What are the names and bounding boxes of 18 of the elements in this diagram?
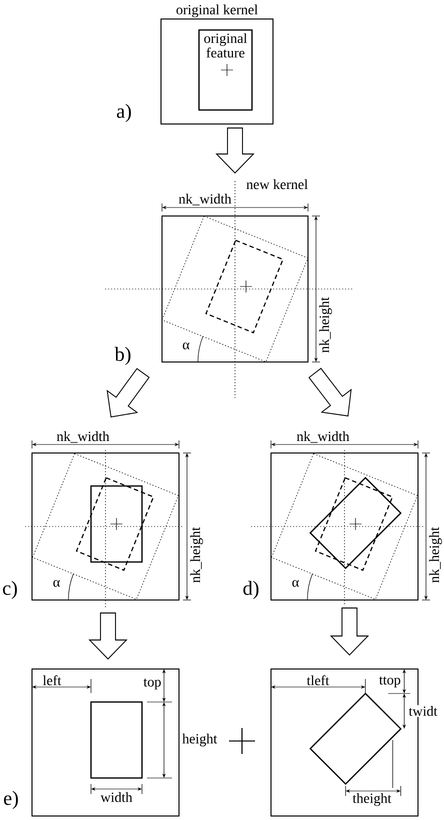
dimension-label: theight: [352, 793, 392, 806]
feature-box: original feature: [198, 29, 253, 111]
dimension-label: ttop: [379, 676, 400, 688]
dimension-label: tleft: [306, 675, 330, 686]
panel-label: e): [4, 790, 18, 810]
dimension-label: twidt: [408, 705, 438, 717]
panel-label: c): [3, 580, 17, 600]
dimension-label: top: [144, 678, 161, 690]
block-arrow: [88, 612, 128, 660]
panel-label: a): [116, 104, 131, 122]
angle-label: α: [292, 580, 299, 587]
dimension-label: width: [100, 792, 132, 802]
panel-label: d): [243, 580, 258, 600]
dimension-label: left: [42, 675, 62, 686]
block-arrow: [215, 128, 255, 174]
panel-label: b): [114, 346, 130, 366]
block-arrow: [330, 608, 370, 656]
angle-label: α: [53, 580, 60, 587]
